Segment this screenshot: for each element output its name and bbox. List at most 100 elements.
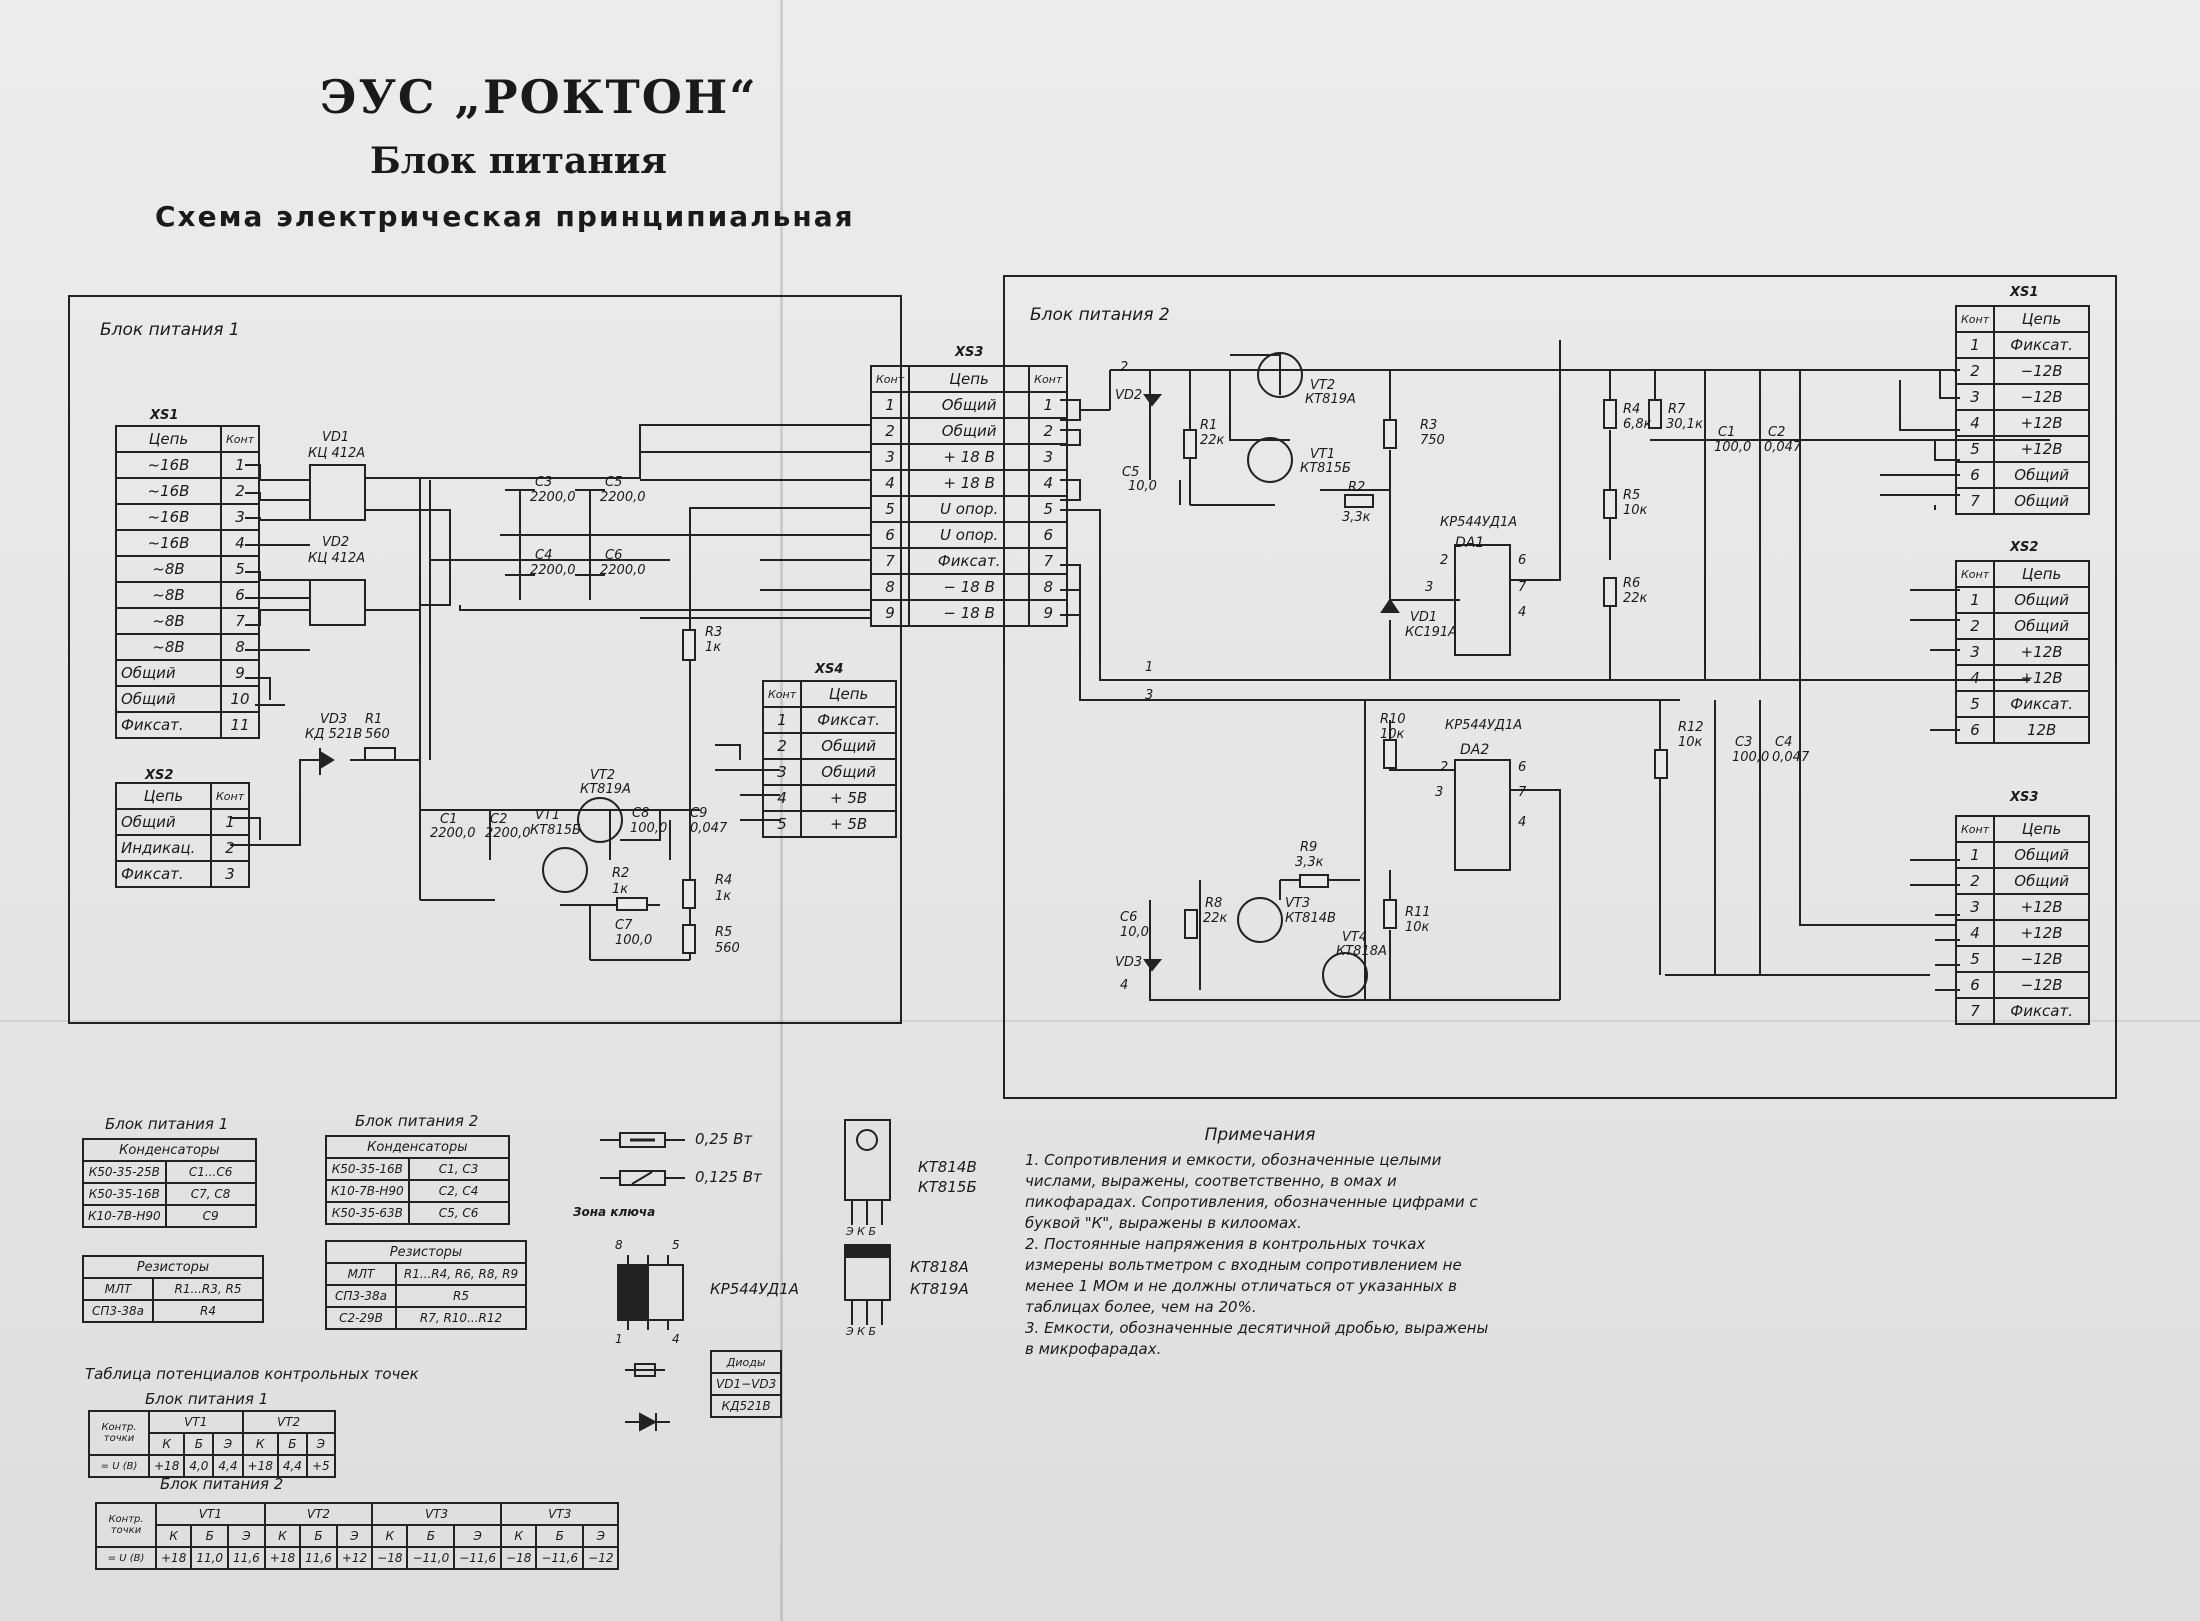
pot1-s3: К [241, 1432, 279, 1456]
pot2-s6: К [371, 1524, 409, 1548]
pot1-h1: VT1 [148, 1410, 244, 1434]
pot1-s0: К [147, 1432, 186, 1456]
pot1-h2: VT2 [241, 1410, 336, 1434]
c7-b1-label: C7 [615, 918, 633, 933]
pot2-h3: VT3 [371, 1502, 503, 1526]
document-subtitle-2: Схема электрическая принципиальная [155, 200, 855, 233]
xs2r-h1: Цепь [1993, 560, 2091, 588]
xs1r-r5-1: Общий [1993, 461, 2091, 489]
xs3c-r4-2: 5 [1028, 495, 1069, 523]
xs3r-h1: Цепь [1993, 815, 2091, 843]
c4-b1-label: C4 [535, 548, 553, 563]
xs1l-r8-0: Общий [115, 659, 222, 687]
xs2r-r0-1: Общий [1993, 586, 2091, 614]
r4-b1-label: R4 [715, 873, 733, 888]
xs4-r3-0: 4 [761, 784, 803, 812]
pot2-title: Блок питания 2 [160, 1475, 284, 1493]
c2-b2-value: 0,047 [1764, 440, 1802, 455]
vd3-type: КД 521В [305, 727, 363, 742]
xs2-left-title: XS2 [145, 768, 174, 783]
legend-pin-5: 5 [672, 1238, 680, 1252]
xs2l-r1-1: 2 [209, 834, 251, 862]
xs1l-r1-1: 2 [219, 477, 261, 505]
da2-pin-3: 3 [1435, 785, 1444, 800]
xs1r-h1: Цепь [1993, 305, 2091, 333]
xs3c-r8-0: 9 [869, 599, 911, 627]
r3-b1-value: 1к [705, 640, 722, 655]
bom1-res-h: Резисторы [82, 1255, 264, 1279]
xs1r-r5-0: 6 [1954, 461, 1996, 489]
xs3c-r3-2: 4 [1028, 469, 1069, 497]
xs3r-r2-0: 3 [1954, 893, 1996, 921]
pot1-v2: 4,0 [183, 1454, 215, 1478]
xs3r-r3-1: +12В [1993, 919, 2091, 947]
bom2-res-0-1: R1...R4, R6, R8, R9 [395, 1262, 527, 1286]
xs3c-r8-2: 9 [1028, 599, 1069, 627]
r3-b2-label: R3 [1420, 418, 1438, 433]
vt1-b2-type: КТ815Б [1300, 461, 1351, 476]
xs1r-r6-0: 7 [1954, 487, 1996, 515]
legend-res-0125: 0,125 Вт [695, 1168, 762, 1186]
r7-b2-label: R7 [1668, 402, 1686, 417]
bom1-cap-1-0: К50-35-16В [82, 1182, 167, 1206]
document-subtitle: Блок питания [370, 140, 668, 182]
c8-b1-label: C8 [632, 806, 650, 821]
vd3-label: VD3 [320, 712, 348, 727]
da2-label: DA2 [1460, 742, 1490, 758]
r4-b2-value: 6,8к [1623, 417, 1652, 432]
xs3r-r6-1: Фиксат. [1993, 997, 2091, 1025]
xs1l-r9-1: 10 [219, 685, 261, 713]
xs3c-r3-0: 4 [869, 469, 911, 497]
xs3c-r5-1: U опор. [908, 521, 1031, 549]
c9-b1-value: 0,047 [690, 821, 728, 836]
xs1l-r4-1: 5 [219, 555, 261, 583]
xs1l-h1: Конт [219, 425, 261, 453]
bom2-cap-1-1: C2, C4 [407, 1179, 510, 1203]
da2-pin-6: 6 [1518, 760, 1527, 775]
xs4-r1-0: 2 [761, 732, 803, 760]
xs1r-r1-1: −12В [1993, 357, 2091, 385]
da1-type: КР544УД1А [1440, 515, 1518, 530]
legend-diodes-h: Диоды [709, 1350, 783, 1374]
r8-b2-label: R8 [1205, 896, 1223, 911]
xs1l-r6-1: 7 [219, 607, 261, 635]
xs1-right-title: XS1 [2010, 285, 2039, 300]
xs2l-r2-0: Фиксат. [115, 860, 212, 888]
r6-b2-label: R6 [1623, 576, 1641, 591]
xs2l-r0-1: 1 [209, 808, 251, 836]
legend-pins-1: Э К Б [846, 1225, 877, 1238]
bom2-cap-0-1: C1, C3 [407, 1157, 510, 1181]
xs4-r3-1: + 5В [800, 784, 898, 812]
xs1l-r6-0: ~8В [115, 607, 222, 635]
legend-pins-2: Э К Б [846, 1325, 877, 1338]
c3-b1-label: C3 [535, 475, 553, 490]
bom1-res-1-0: СП3-38а [82, 1299, 154, 1323]
vt4-b2-type: КТ818А [1336, 944, 1387, 959]
xs3r-r2-1: +12В [1993, 893, 2091, 921]
xs3r-h0: Конт [1954, 815, 1996, 843]
xs3r-r5-1: −12В [1993, 971, 2091, 999]
pot2-h4: VT3 [500, 1502, 620, 1526]
node-1: 1 [1145, 660, 1154, 675]
c2-b1-value: 2200,0 [485, 826, 531, 841]
note-3: 3. Емкости, обозначенные десятичной дроб… [1025, 1319, 1489, 1358]
xs1r-r6-1: Общий [1993, 487, 2091, 515]
xs3-center-title: XS3 [955, 345, 984, 360]
c9-b1-label: C9 [690, 806, 708, 821]
xs1l-r0-0: ~16В [115, 451, 222, 479]
xs1r-r2-1: −12В [1993, 383, 2091, 411]
pot2-s8: Э [453, 1524, 503, 1548]
xs1l-r7-0: ~8В [115, 633, 222, 661]
pot2-v7: −18 [371, 1546, 409, 1570]
bom2-cap-2-1: C5, C6 [407, 1201, 510, 1225]
vt3-b2-label: VT3 [1285, 896, 1311, 911]
vt3-b2-type: КТ814В [1285, 911, 1336, 926]
xs2l-h1: Конт [209, 782, 251, 810]
